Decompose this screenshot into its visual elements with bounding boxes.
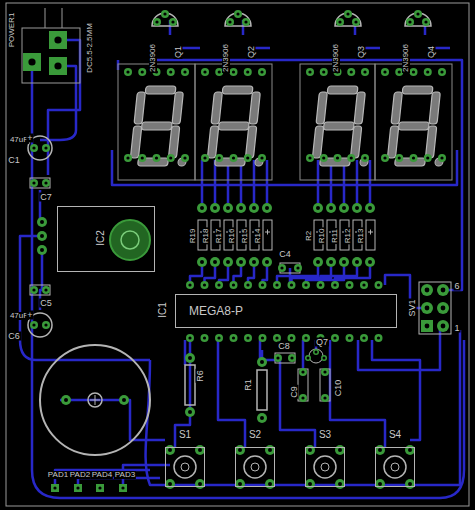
part-label: C6 [7,332,21,341]
part-label: R11 [331,228,339,244]
polarity-mark: + [26,134,33,143]
part-name: IC1 [158,301,168,319]
part-value: MEGA8-P [188,305,244,317]
part-label: R17 [215,228,223,245]
pin-number: 6 [453,282,460,291]
part-label: R18 [202,228,210,245]
copper-pads [23,10,449,492]
part-label: DC5.5-2.5MM [86,22,94,74]
part-label: PAD2 [69,471,91,479]
part-label: R12 [344,228,352,245]
part-label: 2N3906 [402,43,410,73]
seven-segment-displays [118,64,452,180]
part-name: S1 [178,430,192,440]
part-label: R6 [196,369,205,383]
part-label: PAD3 [114,471,136,479]
part-label: R1 [244,378,253,392]
board-outline [6,3,469,506]
switch-outline: S2 [235,447,275,487]
part-label: C1 [7,156,21,165]
switch-outline: S3 [305,447,345,487]
part-label: R15 [241,228,249,245]
part-name: S3 [318,430,332,440]
part-label: Q2 [247,45,256,59]
part-name: S2 [248,430,262,440]
pin-number: 1 [453,324,460,333]
part-label: PAD1 [47,471,69,479]
part-label: Q7 [315,338,329,347]
part-label: C7 [39,193,53,202]
switch-outline: S4 [375,447,415,487]
regulator-outline: IC2 [57,206,155,272]
polarity-mark: + [26,311,33,320]
component-outlines [22,8,451,478]
part-label: Q3 [357,45,366,59]
part-label: R19 [189,228,197,245]
switch-outline: S1 [165,447,205,487]
part-label: 2N3906 [149,43,157,73]
part-label: POWER1 [8,12,16,49]
part-label: C4 [278,250,292,259]
part-name: IC2 [96,229,106,247]
ic-outline: IC1MEGA8-P [175,294,397,328]
part-label: R2 [305,230,313,242]
part-label: R10 [318,228,326,245]
part-label: Q4 [427,45,436,59]
part-label: 2N3906 [332,43,340,73]
part-label: Q1 [174,45,183,59]
copper-traces [20,20,464,498]
part-label: C9 [290,385,299,399]
part-label: C10 [334,379,343,398]
part-label: R14 [254,228,262,245]
part-name: S4 [388,430,402,440]
part-label: SV1 [408,298,417,317]
part-label: R13 [357,228,365,245]
part-label: C5 [39,299,53,308]
part-label: PAD4 [91,471,113,479]
part-label: 2N3906 [222,43,230,73]
part-label: R16 [228,228,236,245]
part-label: C8 [277,342,291,351]
